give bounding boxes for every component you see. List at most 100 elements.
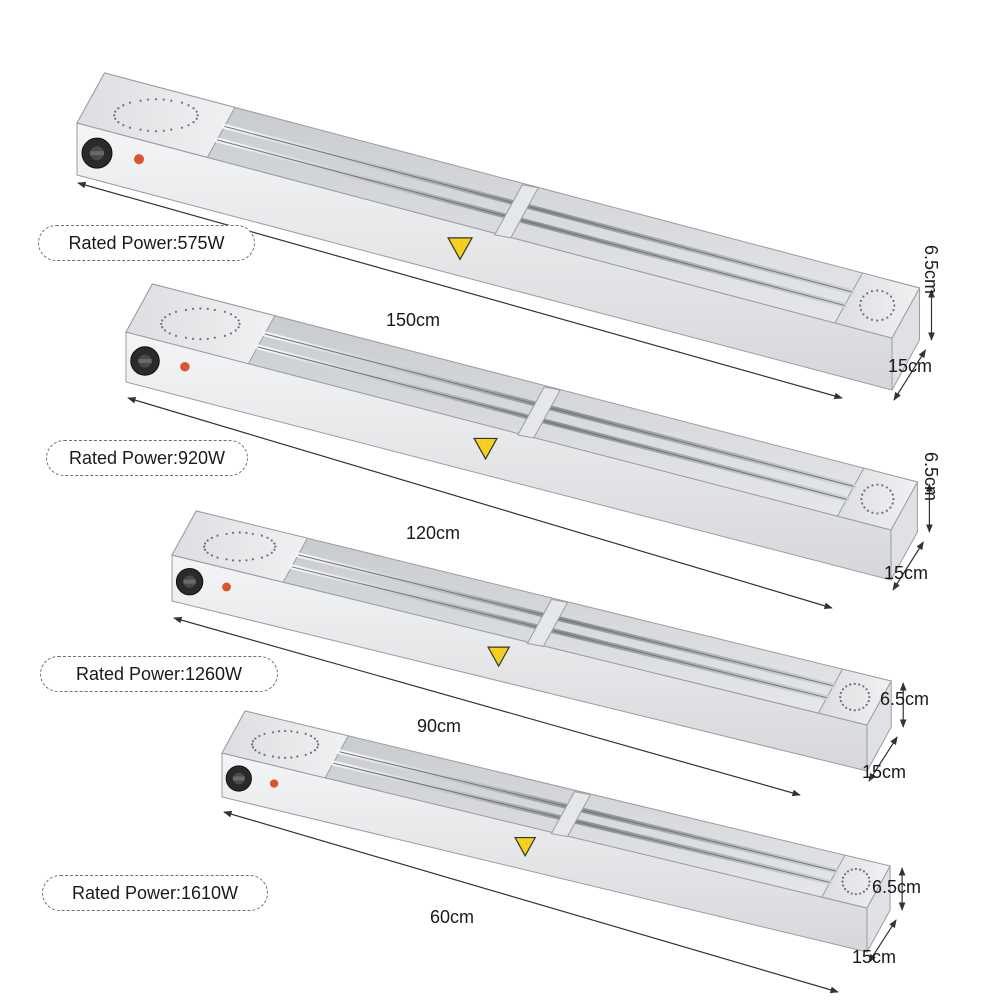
vent-hole: [881, 511, 884, 514]
vent-hole: [128, 126, 132, 129]
vent-hole: [846, 890, 850, 893]
vent-hole: [206, 551, 209, 554]
vent-hole: [865, 703, 868, 706]
warning-mark: ⚡: [480, 440, 492, 452]
vent-hole: [866, 292, 869, 295]
vent-hole: [854, 867, 858, 871]
vent-hole: [849, 683, 852, 686]
vent-hole: [238, 559, 241, 562]
vent-hole: [184, 336, 188, 339]
vent-hole: [885, 486, 888, 489]
vent-hole: [870, 318, 874, 321]
vent-hole: [210, 536, 213, 539]
vent-hole: [859, 309, 863, 312]
depth-dimension-line: [892, 541, 924, 591]
vent-hole: [839, 691, 842, 695]
length-dimension-line: [77, 181, 843, 400]
vent-hole: [229, 313, 233, 316]
vent-hole: [203, 548, 207, 551]
vent-hole: [862, 685, 865, 688]
vent-hole: [161, 319, 164, 322]
depth-label-4: 15cm: [852, 947, 897, 967]
vent-hole: [271, 755, 275, 758]
vent-hole: [273, 548, 276, 551]
vent-hole: [164, 316, 167, 319]
vent-hole: [876, 319, 879, 322]
vent-hole: [225, 532, 228, 536]
vent-hole: [885, 509, 888, 512]
vent-hole: [867, 691, 870, 695]
vent-hole: [192, 107, 195, 110]
vent-hole: [296, 731, 299, 734]
vent-hole: [251, 746, 255, 749]
vent-hole: [862, 870, 866, 873]
vent-hole: [850, 892, 853, 895]
vent-hole: [216, 556, 219, 559]
vent-hole: [251, 532, 254, 536]
vent-hole: [316, 740, 319, 743]
vent-hole: [128, 101, 132, 104]
depth-dimension-line: [868, 736, 898, 782]
vent-hole: [850, 868, 853, 871]
vent-hole: [284, 729, 287, 733]
vent-hole: [889, 506, 892, 509]
vent-hole: [865, 873, 869, 876]
vent-hole: [892, 299, 895, 302]
vent-hole: [154, 98, 158, 101]
vent-hole: [260, 556, 263, 559]
vent-hole: [270, 539, 273, 542]
vent-hole: [170, 99, 173, 102]
vent-hole: [846, 870, 850, 873]
depth-label-1: 15cm: [888, 356, 933, 376]
power-indicator-light: [180, 361, 190, 372]
rated-power-label-1: Rated Power:575W: [38, 225, 255, 261]
vent-hole: [168, 313, 171, 316]
vent-hole: [893, 304, 896, 307]
knob-grip: [232, 776, 245, 781]
power-indicator-light: [222, 582, 231, 592]
vent-hole: [868, 880, 871, 883]
vent-hole: [274, 545, 277, 548]
left-vent-plate: [171, 510, 309, 583]
vent-hole: [195, 117, 198, 120]
left-vent-plate: [221, 710, 350, 779]
vent-hole: [216, 534, 219, 537]
depth-dimension-line: [868, 919, 897, 963]
vent-hole: [122, 124, 125, 127]
vent-hole: [843, 887, 847, 891]
vent-hole: [867, 884, 870, 887]
vent-hole: [871, 484, 874, 487]
depth-label-3: 15cm: [862, 762, 907, 782]
vent-hole: [199, 338, 202, 341]
heater-unit-2: ⚡: [125, 283, 933, 610]
vent-hole: [841, 703, 845, 706]
vent-hole: [146, 129, 150, 132]
vent-hole: [251, 558, 254, 561]
vent-hole: [192, 121, 195, 124]
rated-power-label-2: Rated Power:920W: [46, 440, 248, 476]
vent-hole: [234, 329, 237, 332]
vent-hole: [206, 337, 209, 340]
vent-hole: [266, 554, 269, 557]
vent-hole: [870, 290, 874, 293]
vent-hole: [270, 551, 273, 554]
vent-hole: [865, 887, 869, 891]
vent-hole: [245, 559, 248, 562]
vent-hole: [206, 307, 209, 310]
vent-hole: [238, 531, 241, 534]
vent-hole: [309, 751, 313, 754]
vent-hole: [174, 334, 178, 337]
vent-hole: [290, 756, 293, 759]
vent-hole: [160, 322, 163, 325]
vent-hole: [273, 542, 276, 545]
vent-hole: [263, 753, 266, 757]
vent-hole: [862, 706, 865, 709]
vent-hole: [871, 511, 874, 514]
vent-hole: [229, 332, 233, 335]
vent-hole: [849, 708, 852, 711]
vent-hole: [196, 114, 199, 117]
rated-power-label-4: Rated Power:1610W: [42, 875, 268, 911]
vent-hole: [843, 873, 847, 876]
length-label-2: 120cm: [406, 523, 461, 543]
vent-hole: [266, 536, 269, 539]
